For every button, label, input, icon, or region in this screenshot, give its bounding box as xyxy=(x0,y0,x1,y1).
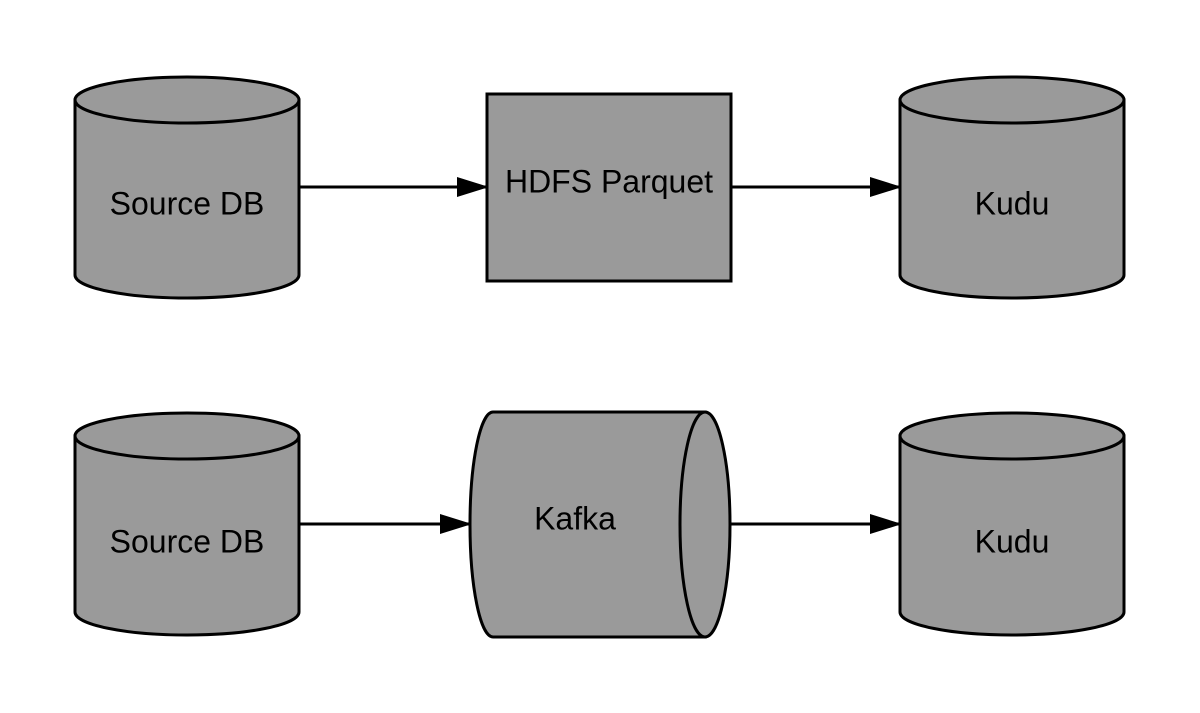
pipeline-row-2: Source DB Kafka Kudu xyxy=(73,410,1126,639)
database-cylinder-icon xyxy=(73,98,301,300)
queue-cylinder-end xyxy=(678,410,732,639)
kudu-node: Kudu xyxy=(898,75,1126,300)
database-cylinder-icon xyxy=(898,98,1126,300)
source-db-label: Source DB xyxy=(110,523,265,559)
source-db-node: Source DB xyxy=(73,411,301,637)
kudu-label: Kudu xyxy=(975,185,1050,221)
pipeline-row-1: Source DB HDFS Parquet Kudu xyxy=(73,75,1126,300)
database-cylinder-top xyxy=(73,411,301,461)
hdfs-parquet-node: HDFS Parquet xyxy=(485,92,733,283)
database-cylinder-top xyxy=(898,411,1126,461)
database-cylinder-top xyxy=(898,75,1126,125)
queue-cylinder-icon xyxy=(468,410,707,639)
hdfs-parquet-box xyxy=(485,92,733,283)
database-cylinder-icon xyxy=(73,434,301,637)
database-cylinder-top xyxy=(73,75,301,125)
source-db-label: Source DB xyxy=(110,185,265,221)
kafka-node: Kafka xyxy=(468,410,732,639)
source-db-node: Source DB xyxy=(73,75,301,300)
hdfs-parquet-label: HDFS Parquet xyxy=(505,163,713,199)
kudu-node: Kudu xyxy=(898,411,1126,637)
kafka-label: Kafka xyxy=(534,500,616,536)
kudu-label: Kudu xyxy=(975,523,1050,559)
database-cylinder-icon xyxy=(898,434,1126,637)
